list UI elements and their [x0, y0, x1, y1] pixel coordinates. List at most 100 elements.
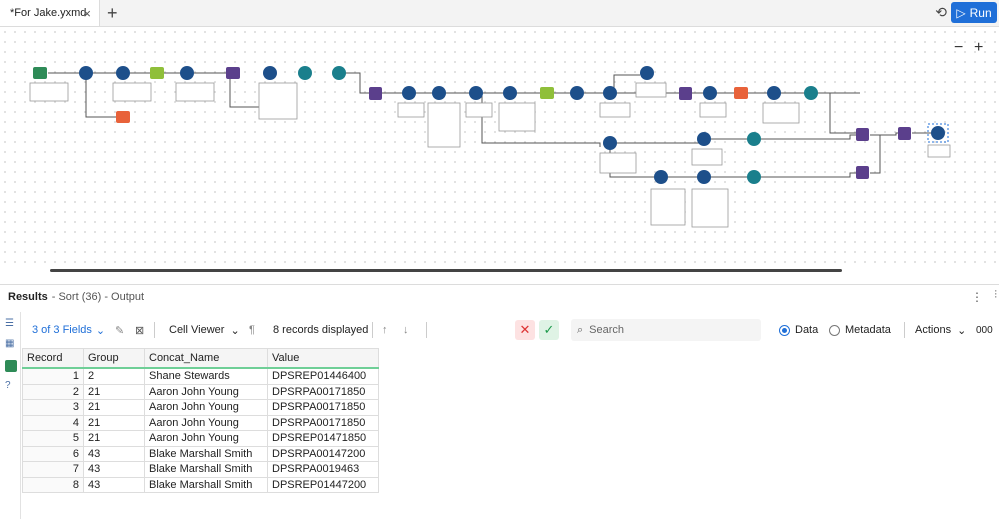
- help-icon[interactable]: ?: [5, 380, 11, 391]
- cancel-filter-button[interactable]: ✕: [515, 316, 535, 344]
- join-tool-icon-5: [898, 127, 911, 140]
- run-label: Run: [969, 5, 992, 20]
- concat-name-cell: Aaron John Young: [144, 414, 268, 431]
- cell-viewer-dropdown[interactable]: Cell Viewer ⌄: [169, 316, 240, 344]
- group-cell: 2: [83, 367, 145, 385]
- sort-tool-icon-output: [927, 123, 949, 143]
- metadata-label: Metadata: [845, 324, 891, 336]
- arrow-down-icon[interactable]: ↓: [403, 324, 409, 336]
- column-header-value[interactable]: Value: [267, 348, 379, 369]
- results-toolbar: 3 of 3 Fields ⌄ ✎ ⊠ Cell Viewer ⌄ ¶ 8 re…: [22, 316, 999, 344]
- column-header-group[interactable]: Group: [83, 348, 145, 369]
- arrow-up-icon[interactable]: ↑: [382, 324, 388, 336]
- list-icon[interactable]: ☰: [5, 318, 14, 329]
- concat-name-cell: Blake Marshall Smith: [144, 461, 268, 478]
- radio-data: [779, 324, 790, 336]
- results-title: Results: [8, 291, 48, 303]
- value-cell: DPSREP01471850: [267, 430, 379, 447]
- radio-metadata: [829, 324, 840, 336]
- sort-tool-icon: [332, 66, 346, 80]
- group-cell: 43: [83, 476, 145, 493]
- browse-tool-icon: [226, 67, 240, 79]
- formula-tool-icon-12: [697, 170, 711, 184]
- chevron-down-icon-2: ⌄: [230, 324, 240, 337]
- data-view-icon[interactable]: [5, 360, 17, 372]
- value-cell: DPSRPA00171850: [267, 414, 379, 431]
- filter-tool-icon: [150, 67, 164, 79]
- zoom-in-icon[interactable]: +: [974, 39, 984, 56]
- tab-workflow[interactable]: *For Jake.yxmd ×: [0, 0, 100, 26]
- summarize-tool-icon: [298, 66, 312, 80]
- value-cell: DPSRPA00147200: [267, 445, 379, 462]
- history-icon[interactable]: ⟲: [935, 4, 947, 20]
- formula-tool-icon-9: [603, 136, 617, 150]
- group-cell: 21: [83, 430, 145, 447]
- canvas-scrollbar[interactable]: [50, 269, 842, 272]
- results-header: Results - Sort (36) - Output ⋮ ⫶: [0, 284, 999, 309]
- sort-tool-icon-4: [804, 86, 818, 100]
- results-subtitle: - Sort (36) - Output: [51, 291, 145, 303]
- record-cell: 4: [22, 414, 84, 431]
- sort-tool-icon-2: [402, 86, 416, 100]
- group-cell: 21: [83, 399, 145, 416]
- record-cell: 5: [22, 430, 84, 447]
- concat-name-cell: Blake Marshall Smith: [144, 476, 268, 493]
- input-tool-icon: [33, 67, 47, 79]
- value-cell: DPSRPA00171850: [267, 399, 379, 416]
- apply-filter-button[interactable]: ✓: [539, 316, 559, 344]
- record-cell: 7: [22, 461, 84, 478]
- union-tool-icon-2: [734, 87, 748, 99]
- group-cell: 43: [83, 445, 145, 462]
- table-header-row: Record Group Concat_Name Value: [22, 348, 379, 369]
- close-icon[interactable]: ×: [83, 6, 91, 21]
- run-button[interactable]: ▷ Run: [951, 2, 997, 23]
- grid-icon[interactable]: ▦: [5, 338, 15, 349]
- join-tool-icon: [369, 87, 382, 100]
- clear-fields-icon[interactable]: ⊠: [135, 324, 145, 337]
- formula-tool-icon-4: [469, 86, 483, 100]
- data-radio[interactable]: Data: [779, 316, 818, 344]
- more-options-icon[interactable]: ⋮: [971, 290, 983, 304]
- zoom-out-icon[interactable]: −: [954, 39, 964, 56]
- actions-dropdown[interactable]: Actions ⌄: [915, 316, 966, 344]
- multirow-tool-icon: [263, 66, 277, 80]
- paragraph-icon[interactable]: ¶: [249, 324, 255, 336]
- search-field[interactable]: ⌕ Search: [571, 319, 761, 341]
- formula-tool-icon-3: [432, 86, 446, 100]
- more-icon[interactable]: 000: [976, 324, 993, 336]
- record-cell: 8: [22, 476, 84, 493]
- actions-label: Actions: [915, 324, 952, 336]
- concat-name-cell: Aaron John Young: [144, 399, 268, 416]
- metadata-radio[interactable]: Metadata: [829, 316, 891, 344]
- edit-icon[interactable]: ✎: [115, 324, 125, 337]
- sort-tool-icon-3: [703, 86, 717, 100]
- formula-tool-icon-8: [767, 86, 781, 100]
- column-header-concat-name[interactable]: Concat_Name: [144, 348, 268, 369]
- column-header-record[interactable]: Record: [22, 348, 84, 369]
- results-left-rail: ☰ ▦ ?: [0, 312, 21, 519]
- join-tool-icon-3: [856, 128, 869, 141]
- formula-tool-icon-6: [603, 86, 617, 100]
- search-placeholder: Search: [589, 324, 625, 336]
- formula-tool-icon: [116, 66, 130, 80]
- add-tab-icon[interactable]: +: [107, 3, 118, 23]
- workflow-canvas[interactable]: − +: [0, 27, 999, 271]
- fields-dropdown[interactable]: 3 of 3 Fields ⌄: [32, 316, 105, 344]
- join-tool-icon-2: [679, 87, 692, 100]
- record-cell: 1: [22, 367, 84, 385]
- value-cell: DPSRPA0019463: [267, 461, 379, 478]
- concat-name-cell: Shane Stewards: [144, 367, 268, 385]
- record-cell: 2: [22, 383, 84, 400]
- fields-label: 3 of 3 Fields: [32, 324, 92, 336]
- pin-icon[interactable]: ⫶: [994, 289, 997, 301]
- formula-tool-icon-2: [180, 66, 194, 80]
- formula-tool-icon-5: [503, 86, 517, 100]
